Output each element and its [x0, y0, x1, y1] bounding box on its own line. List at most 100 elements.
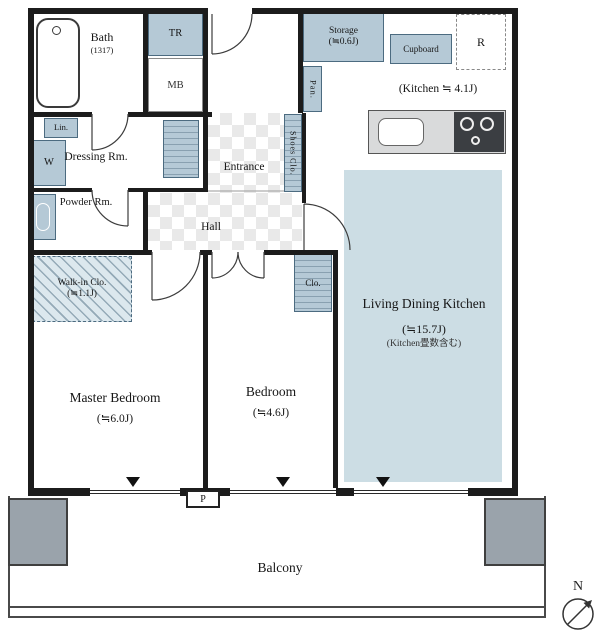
wall-segment: [143, 8, 148, 112]
wall-segment: [333, 250, 338, 488]
window-opening: [354, 490, 468, 494]
opening-marker-icon: [376, 477, 390, 487]
wall-segment: [200, 250, 212, 255]
bathtub-faucet-icon: [52, 26, 61, 35]
pipe-space-box: P: [186, 490, 220, 508]
walkin-closet-box: Walk-in Clo. (≒1.1J): [32, 256, 132, 322]
wall-segment: [28, 8, 208, 14]
walkin-closet-size: (≒1.1J): [67, 289, 97, 299]
window-opening: [230, 490, 336, 494]
bedroom-size: (≒4.6J): [252, 406, 290, 419]
wall-segment: [302, 113, 306, 203]
washer-label: W: [44, 156, 54, 168]
master-bedroom-label: Master Bedroom (≒6.0J): [40, 390, 190, 426]
pillar-right: [484, 498, 546, 566]
balcony-railing: [8, 606, 546, 608]
cupboard-label: Cupboard: [403, 43, 439, 54]
dressing-name: Dressing Rm.: [64, 151, 128, 163]
door-arc: [237, 251, 265, 279]
pantry-label: Pan.: [308, 79, 319, 99]
bedroom-closet-label: Clo.: [305, 277, 321, 288]
bedroom-label: Bedroom (≒4.6J): [212, 384, 330, 420]
door-arc: [211, 13, 253, 55]
wall-segment: [264, 250, 302, 255]
hall-label: Hall: [176, 220, 246, 234]
pantry-box: Pan.: [303, 66, 322, 112]
walkin-closet-label: Walk-in Clo.: [57, 278, 107, 289]
balcony-area: [8, 496, 546, 618]
wall-segment: [28, 188, 92, 192]
balcony-label: Balcony: [225, 560, 335, 577]
master-name: Master Bedroom: [69, 390, 161, 405]
ldk-floor: [344, 170, 502, 482]
wall-segment: [336, 488, 354, 496]
dressing-room-label: Dressing Rm.: [36, 150, 156, 164]
stove-burner-icon: [480, 117, 494, 131]
storage-size: (≒0.6J): [328, 37, 359, 47]
linen-box: Lin.: [44, 118, 78, 138]
refrigerator-box: R: [456, 14, 506, 70]
wall-segment: [143, 192, 148, 250]
shoes-closet-box: Shoes Clo.: [284, 114, 302, 192]
linen-label: Lin.: [54, 122, 68, 133]
hall-name: Hall: [201, 221, 221, 233]
ldk-size: (≒15.7J): [402, 321, 446, 336]
mb-label: MB: [167, 79, 184, 91]
hall-tile-floor: [148, 193, 302, 250]
stove-burner-icon: [460, 117, 474, 131]
entrance-tile-floor: [208, 113, 284, 193]
bedroom-name: Bedroom: [245, 384, 297, 399]
wall-segment: [298, 8, 303, 113]
compass-n-label: N: [573, 579, 583, 594]
bath-name: Bath: [90, 30, 114, 44]
wall-segment: [28, 250, 152, 255]
powder-sink-icon: [30, 194, 56, 240]
wall-segment: [28, 112, 92, 117]
shoes-closet-label: Shoes Clo.: [288, 130, 298, 176]
north-compass-icon: N: [562, 579, 594, 630]
wall-segment: [128, 188, 203, 192]
powder-name: Powder Rm.: [59, 197, 113, 208]
kitchen-label: (Kitchen ≒ 4.1J): [368, 82, 508, 96]
window-opening: [90, 490, 180, 494]
wall-segment: [468, 488, 518, 496]
wall-segment: [128, 112, 212, 117]
balcony-name: Balcony: [257, 560, 303, 575]
ldk-label: Living Dining Kitchen (≒15.7J) (Kitchen畳…: [348, 296, 500, 351]
wall-segment: [203, 8, 208, 112]
storage-label: Storage: [328, 26, 359, 37]
wall-segment: [28, 488, 90, 496]
tr-box: TR: [148, 12, 203, 56]
washer-box: W: [32, 140, 66, 186]
bathtub-icon: [36, 18, 80, 108]
tr-label: TR: [168, 27, 183, 39]
meter-box: MB: [148, 58, 203, 112]
powder-room-label: Powder Rm.: [56, 196, 116, 209]
stove-icon: [454, 112, 504, 152]
bath-size: (1317): [90, 45, 114, 55]
bath-label: Bath (1317): [76, 30, 128, 56]
door-arc: [91, 113, 129, 151]
wall-segment: [203, 254, 208, 488]
door-arc: [211, 251, 239, 279]
cupboard-box: Cupboard: [390, 34, 452, 64]
storage-box: Storage (≒0.6J): [303, 12, 384, 62]
bedroom-closet-box: Clo.: [294, 254, 332, 312]
stove-burner-icon: [471, 136, 480, 145]
ldk-name: Living Dining Kitchen: [362, 296, 486, 311]
master-size: (≒6.0J): [96, 412, 134, 425]
wall-segment: [512, 8, 518, 496]
pillar-left: [8, 498, 68, 566]
entrance-label: Entrance: [204, 160, 284, 174]
wall-segment: [302, 250, 338, 255]
pipe-space-label: P: [200, 493, 206, 505]
opening-marker-icon: [126, 477, 140, 487]
wall-segment: [203, 112, 208, 192]
refrigerator-label: R: [476, 34, 485, 49]
entrance-name: Entrance: [223, 161, 265, 173]
opening-marker-icon: [276, 477, 290, 487]
door-arc: [151, 251, 201, 301]
kitchen-name: (Kitchen ≒ 4.1J): [398, 83, 478, 95]
sink-bowl-icon: [36, 203, 50, 231]
